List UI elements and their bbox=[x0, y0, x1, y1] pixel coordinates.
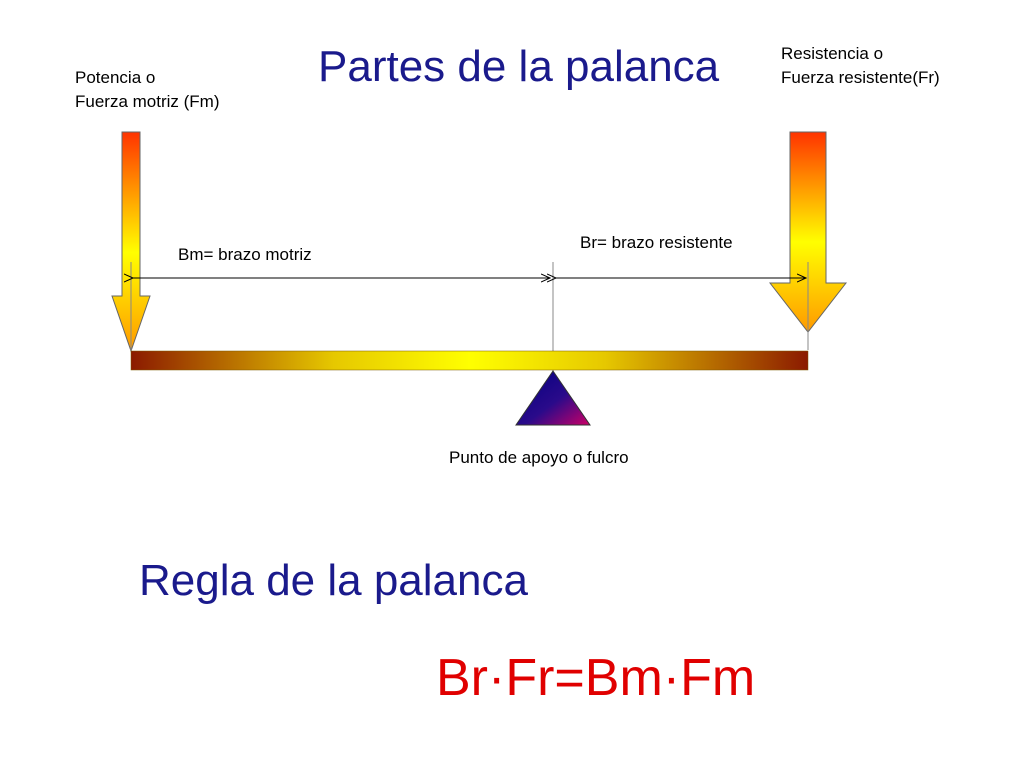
resistencia-label-line2: Fuerza resistente(Fr) bbox=[781, 68, 940, 87]
fuerza-resistente-arrow bbox=[768, 131, 848, 333]
page-title: Partes de la palanca bbox=[318, 42, 720, 91]
potencia-label-line1: Potencia o bbox=[75, 68, 156, 87]
brazo-resistente-label: Br= brazo resistente bbox=[580, 233, 733, 252]
lever-formula: Br·Fr=Bm·Fm bbox=[436, 649, 756, 707]
fulcrum-triangle bbox=[515, 370, 591, 426]
resistencia-label: Resistencia o Fuerza resistente(Fr) bbox=[781, 42, 940, 90]
potencia-label-line2: Fuerza motriz (Fm) bbox=[75, 92, 220, 111]
fuerza-motriz-arrow bbox=[111, 131, 151, 353]
lever-bar bbox=[130, 350, 809, 371]
brazo-motriz-label: Bm= brazo motriz bbox=[178, 245, 312, 264]
fulcrum-label: Punto de apoyo o fulcro bbox=[449, 448, 629, 467]
regla-title: Regla de la palanca bbox=[139, 556, 528, 605]
potencia-label: Potencia o Fuerza motriz (Fm) bbox=[75, 66, 220, 114]
resistencia-label-line1: Resistencia o bbox=[781, 44, 884, 63]
